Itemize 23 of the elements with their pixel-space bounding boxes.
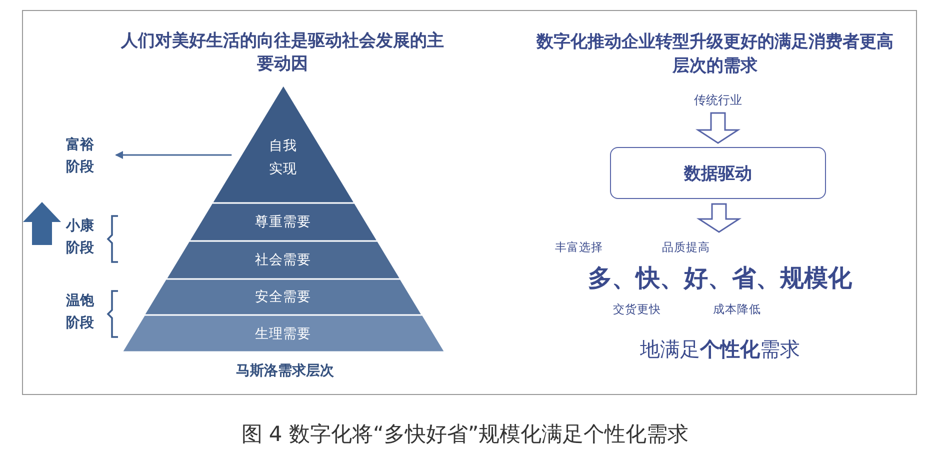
conclusion-text: 地满足个性化需求 bbox=[639, 336, 801, 363]
arrow bbox=[115, 151, 232, 159]
pyramid-caption: 马斯洛需求层次 bbox=[235, 362, 335, 380]
stage-label: 富裕阶段 bbox=[66, 134, 102, 178]
figure-caption: 图 4 数字化将“多快好省”规模化满足个性化需求 bbox=[240, 421, 690, 448]
stage-label: 小康阶段 bbox=[66, 217, 95, 258]
stage-label: 温饱阶段 bbox=[66, 292, 95, 333]
benefit-label: 品质提高 bbox=[662, 240, 710, 255]
result-text: 多、快、好、省、规模化 bbox=[560, 262, 880, 294]
panel-heading: 数字化推动企业转型升级更好的满足消费者更高层次的需求 bbox=[535, 31, 894, 78]
layer-label: 安全需要 bbox=[254, 288, 311, 306]
process-box: 数据驱动 bbox=[610, 147, 826, 199]
layer-label: 社会需要 bbox=[254, 251, 311, 269]
hollow-arrow bbox=[695, 112, 741, 144]
layer-label: 自我实现 bbox=[268, 137, 297, 179]
hollow-arrow bbox=[696, 203, 742, 233]
layer-label: 尊重需要 bbox=[254, 213, 311, 231]
benefit-label: 丰富选择 bbox=[555, 240, 603, 255]
layer-label: 生理需要 bbox=[255, 324, 311, 342]
benefit-label: 交货更快 bbox=[613, 302, 661, 317]
input-label: 传统行业 bbox=[678, 92, 758, 109]
panel-heading: 人们对美好生活的向往是驱动社会发展的主要动因 bbox=[120, 30, 445, 76]
benefit-label: 成本降低 bbox=[713, 302, 761, 317]
